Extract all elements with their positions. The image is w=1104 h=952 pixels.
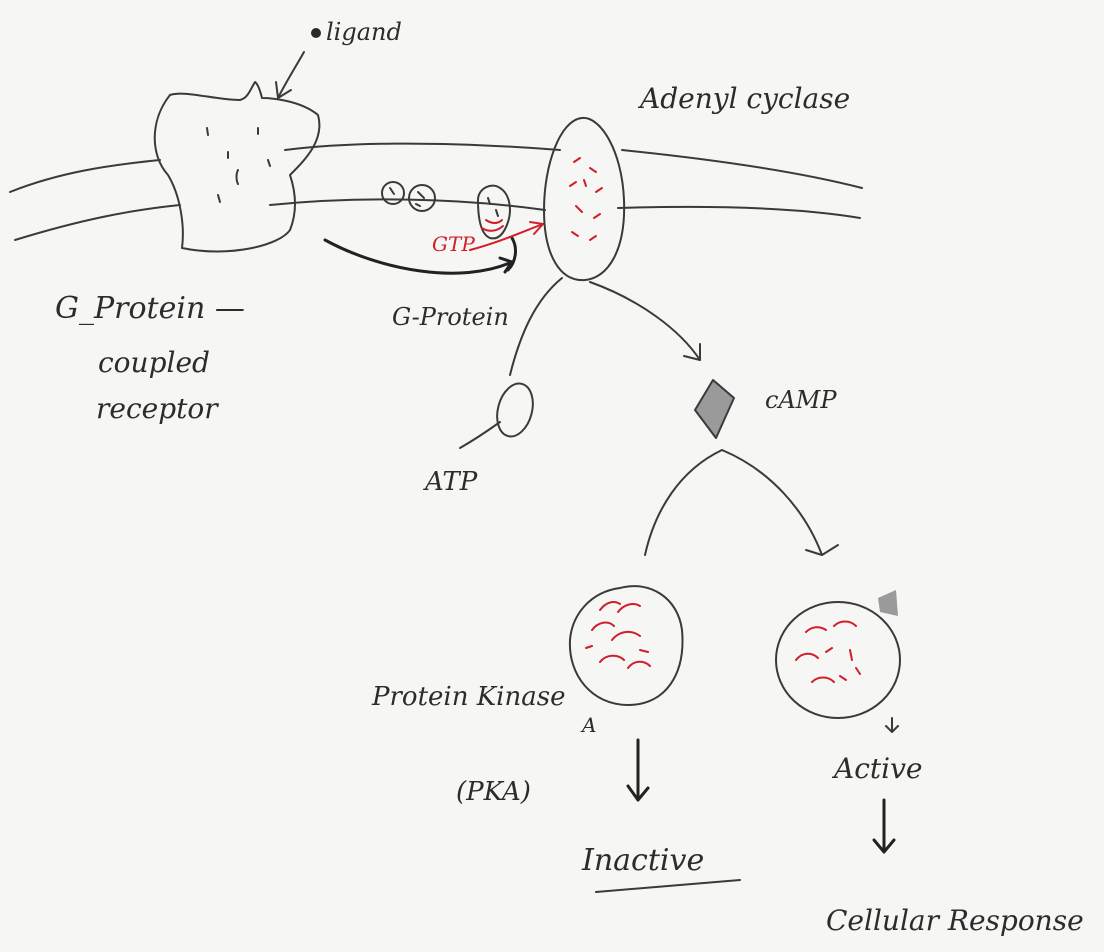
active-kinase: Active Cellular Response — [776, 590, 1084, 937]
gpcr-label-line3: receptor — [96, 392, 219, 425]
g-subunit-beta — [409, 185, 435, 211]
inactive-label: Inactive — [581, 843, 704, 878]
active-down-arrow — [874, 800, 894, 852]
g-protein-label: G-Protein — [392, 303, 509, 331]
adenyl-cyclase: Adenyl cyclase — [544, 82, 850, 280]
active-label: Active — [831, 752, 923, 785]
camp: cAMP — [695, 380, 837, 438]
gpcr-label-line1: G_Protein — — [55, 291, 245, 326]
atp: ATP — [423, 380, 538, 497]
branch-to-pka — [645, 450, 722, 555]
active-kinase-shape — [776, 602, 900, 718]
pka-down-arrow — [628, 740, 648, 800]
cellular-response-label: Cellular Response — [826, 904, 1084, 937]
g-protein-subunits — [382, 182, 515, 270]
branch-to-camp — [590, 282, 700, 360]
atp-shape — [492, 380, 539, 441]
ligand-dot — [311, 28, 321, 38]
gpcr-label: G_Protein — coupled receptor — [55, 291, 245, 425]
active-kinase-arrow — [886, 718, 898, 732]
atp-label: ATP — [423, 467, 478, 497]
cell-membrane — [10, 144, 862, 240]
gtp-label: GTP — [432, 232, 475, 256]
bound-camp-shape — [878, 590, 898, 616]
pka-abbr-label: (PKA) — [456, 777, 531, 807]
ligand: ligand — [276, 18, 402, 98]
camp-label: cAMP — [765, 386, 837, 414]
ligand-label: ligand — [326, 18, 402, 46]
pka-shape — [570, 586, 683, 705]
gpcr-receptor — [155, 82, 320, 252]
branch-to-active-kinase — [722, 450, 822, 555]
branch-to-atp — [510, 278, 562, 375]
pka-letter-label: A — [580, 713, 596, 737]
pka-name-label: Protein Kinase — [371, 682, 565, 712]
inactive-underline — [596, 880, 740, 892]
adenyl-cyclase-label: Adenyl cyclase — [637, 82, 850, 115]
gpcr-label-line2: coupled — [98, 346, 210, 379]
protein-kinase-a: Protein Kinase A (PKA) Inactive — [371, 586, 740, 892]
